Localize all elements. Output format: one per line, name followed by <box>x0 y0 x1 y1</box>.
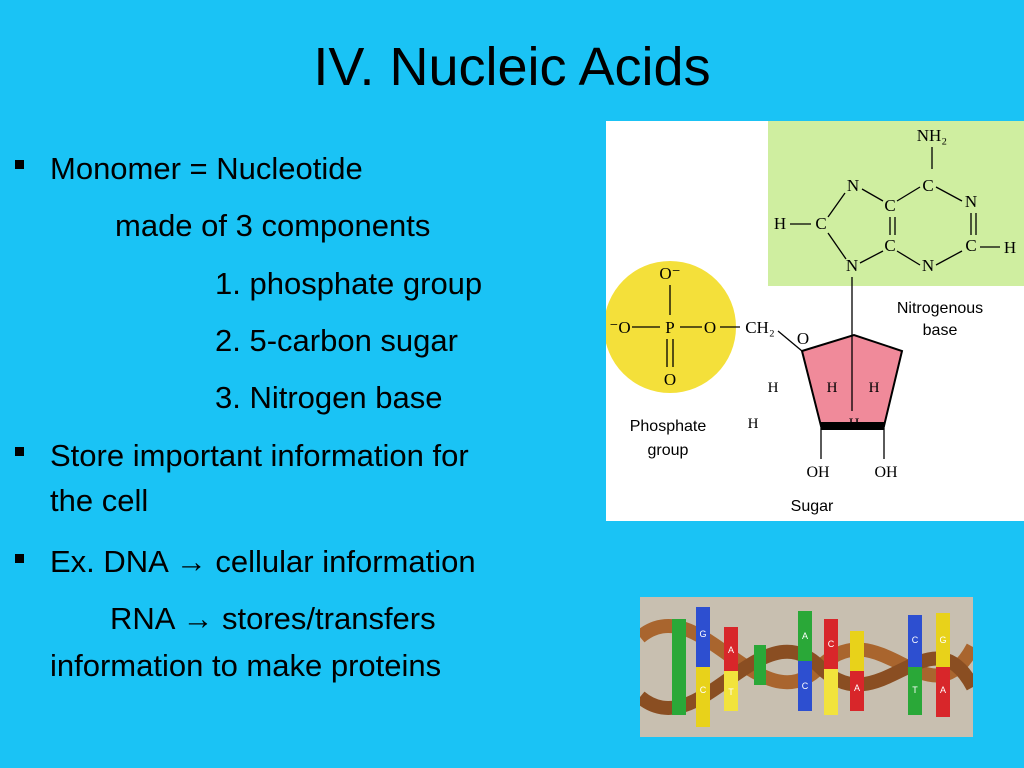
atom-o-ring: O <box>797 329 809 348</box>
atom-o-double: O <box>664 370 676 389</box>
base-letter: G <box>939 635 946 645</box>
rna-rest: stores/transfers <box>222 601 436 636</box>
base-pair-rung <box>936 667 950 717</box>
arrow-right-icon: → <box>175 544 207 579</box>
line-component-1: 1. phosphate group <box>215 266 483 301</box>
base-letter: A <box>940 685 946 695</box>
base-letter: A <box>802 631 808 641</box>
atom-oh: OH <box>874 464 898 481</box>
atom-h: H <box>774 214 786 233</box>
nucleotide-svg: O⁻ P ⁻O O O CH₂ Phosphate group O H H H … <box>604 121 1024 515</box>
atom-h: H <box>827 380 838 396</box>
base-letter: C <box>828 639 835 649</box>
atom-nh2: NH₂ <box>917 126 947 145</box>
base-pair-rung <box>672 619 686 715</box>
bullet-monomer: Monomer = Nucleotide <box>50 151 363 186</box>
nitrogenous-label: Nitrogenous <box>897 300 983 317</box>
base-letter: C <box>912 635 919 645</box>
line-rna: RNA → stores/transfers <box>110 603 436 634</box>
atom-n: N <box>965 192 977 211</box>
phosphate-label-2: group <box>648 442 689 459</box>
bullet-dna: Ex. DNA → cellular information <box>50 546 476 577</box>
bullet-marker <box>15 160 24 169</box>
base-pairs <box>672 607 950 727</box>
nucleotide-diagram: O⁻ P ⁻O O O CH₂ Phosphate group O H H H … <box>604 121 1024 521</box>
bullet-marker <box>15 554 24 563</box>
base-pair-rung <box>936 613 950 667</box>
atom-h: H <box>768 380 779 396</box>
base-pair-rung <box>724 671 738 711</box>
atom-h: H <box>849 416 860 432</box>
atom-oh: OH <box>806 464 830 481</box>
atom-p: P <box>665 318 674 337</box>
nitrogenous-label-2: base <box>923 322 958 339</box>
bullet-marker <box>15 447 24 456</box>
atom-c: C <box>884 196 895 215</box>
sugar-label: Sugar <box>791 498 834 515</box>
base-letter: A <box>854 683 860 693</box>
atom-c: C <box>965 236 976 255</box>
dna-model-svg: G C A T A C C A C T G A <box>635 607 980 727</box>
bullet-list: Monomer = Nucleotide made of 3 component… <box>15 151 483 683</box>
base-pair-rung <box>754 645 766 685</box>
bullet-store: Store important information for <box>50 438 469 473</box>
line-made-of: made of 3 components <box>115 208 431 243</box>
base-letter: T <box>912 685 918 695</box>
base-pair-rung <box>908 667 922 715</box>
atom-h: H <box>1004 238 1016 257</box>
dna-model-photo: G C A T A C C A C T G A <box>635 597 980 737</box>
atom-ch2: CH₂ <box>745 318 775 337</box>
base-letter: A <box>728 645 734 655</box>
line-component-3: 3. Nitrogen base <box>215 380 443 415</box>
line-store-cont: the cell <box>50 483 149 518</box>
base-pair-rung <box>724 627 738 671</box>
phosphate-label: Phosphate <box>630 418 707 435</box>
base-pair-rung <box>824 669 838 715</box>
base-letter: C <box>802 681 809 691</box>
atom-minus-o: ⁻O <box>609 318 630 337</box>
base-pair-rung <box>824 619 838 669</box>
base-pair-rung <box>696 667 710 727</box>
rna-label: RNA <box>110 601 174 636</box>
atom-o-minus: O⁻ <box>659 264 680 283</box>
base-pair-rung <box>798 661 812 711</box>
base-pair-rung <box>908 615 922 667</box>
base-letter: G <box>699 629 706 639</box>
base-pair-rung <box>798 611 812 661</box>
atom-n: N <box>846 256 858 275</box>
atom-c: C <box>922 176 933 195</box>
atom-h: H <box>748 416 759 432</box>
phosphate-circle <box>604 261 736 393</box>
dna-label: Ex. DNA <box>50 544 168 579</box>
base-letter: C <box>700 685 707 695</box>
atom-o-bridge: O <box>704 318 716 337</box>
arrow-right-icon: → <box>182 601 214 636</box>
base-pair-rung <box>696 607 710 667</box>
base-pair-rung <box>850 631 864 671</box>
base-pair-rung <box>850 671 864 711</box>
dna-rest: cellular information <box>215 544 476 579</box>
base-letter: T <box>728 687 734 697</box>
line-component-2: 2. 5-carbon sugar <box>215 323 458 358</box>
atom-n: N <box>922 256 934 275</box>
atom-n: N <box>847 176 859 195</box>
atom-c: C <box>884 236 895 255</box>
line-rna-cont: information to make proteins <box>50 648 442 683</box>
atom-h: H <box>869 380 880 396</box>
base-letters: G C A T A C C A C T G A <box>699 629 946 697</box>
base-highlight <box>768 121 1024 286</box>
bond-line <box>777 330 803 352</box>
atom-c: C <box>815 214 826 233</box>
slide-title: IV. Nucleic Acids <box>313 37 711 97</box>
base-bonds <box>790 186 1000 266</box>
